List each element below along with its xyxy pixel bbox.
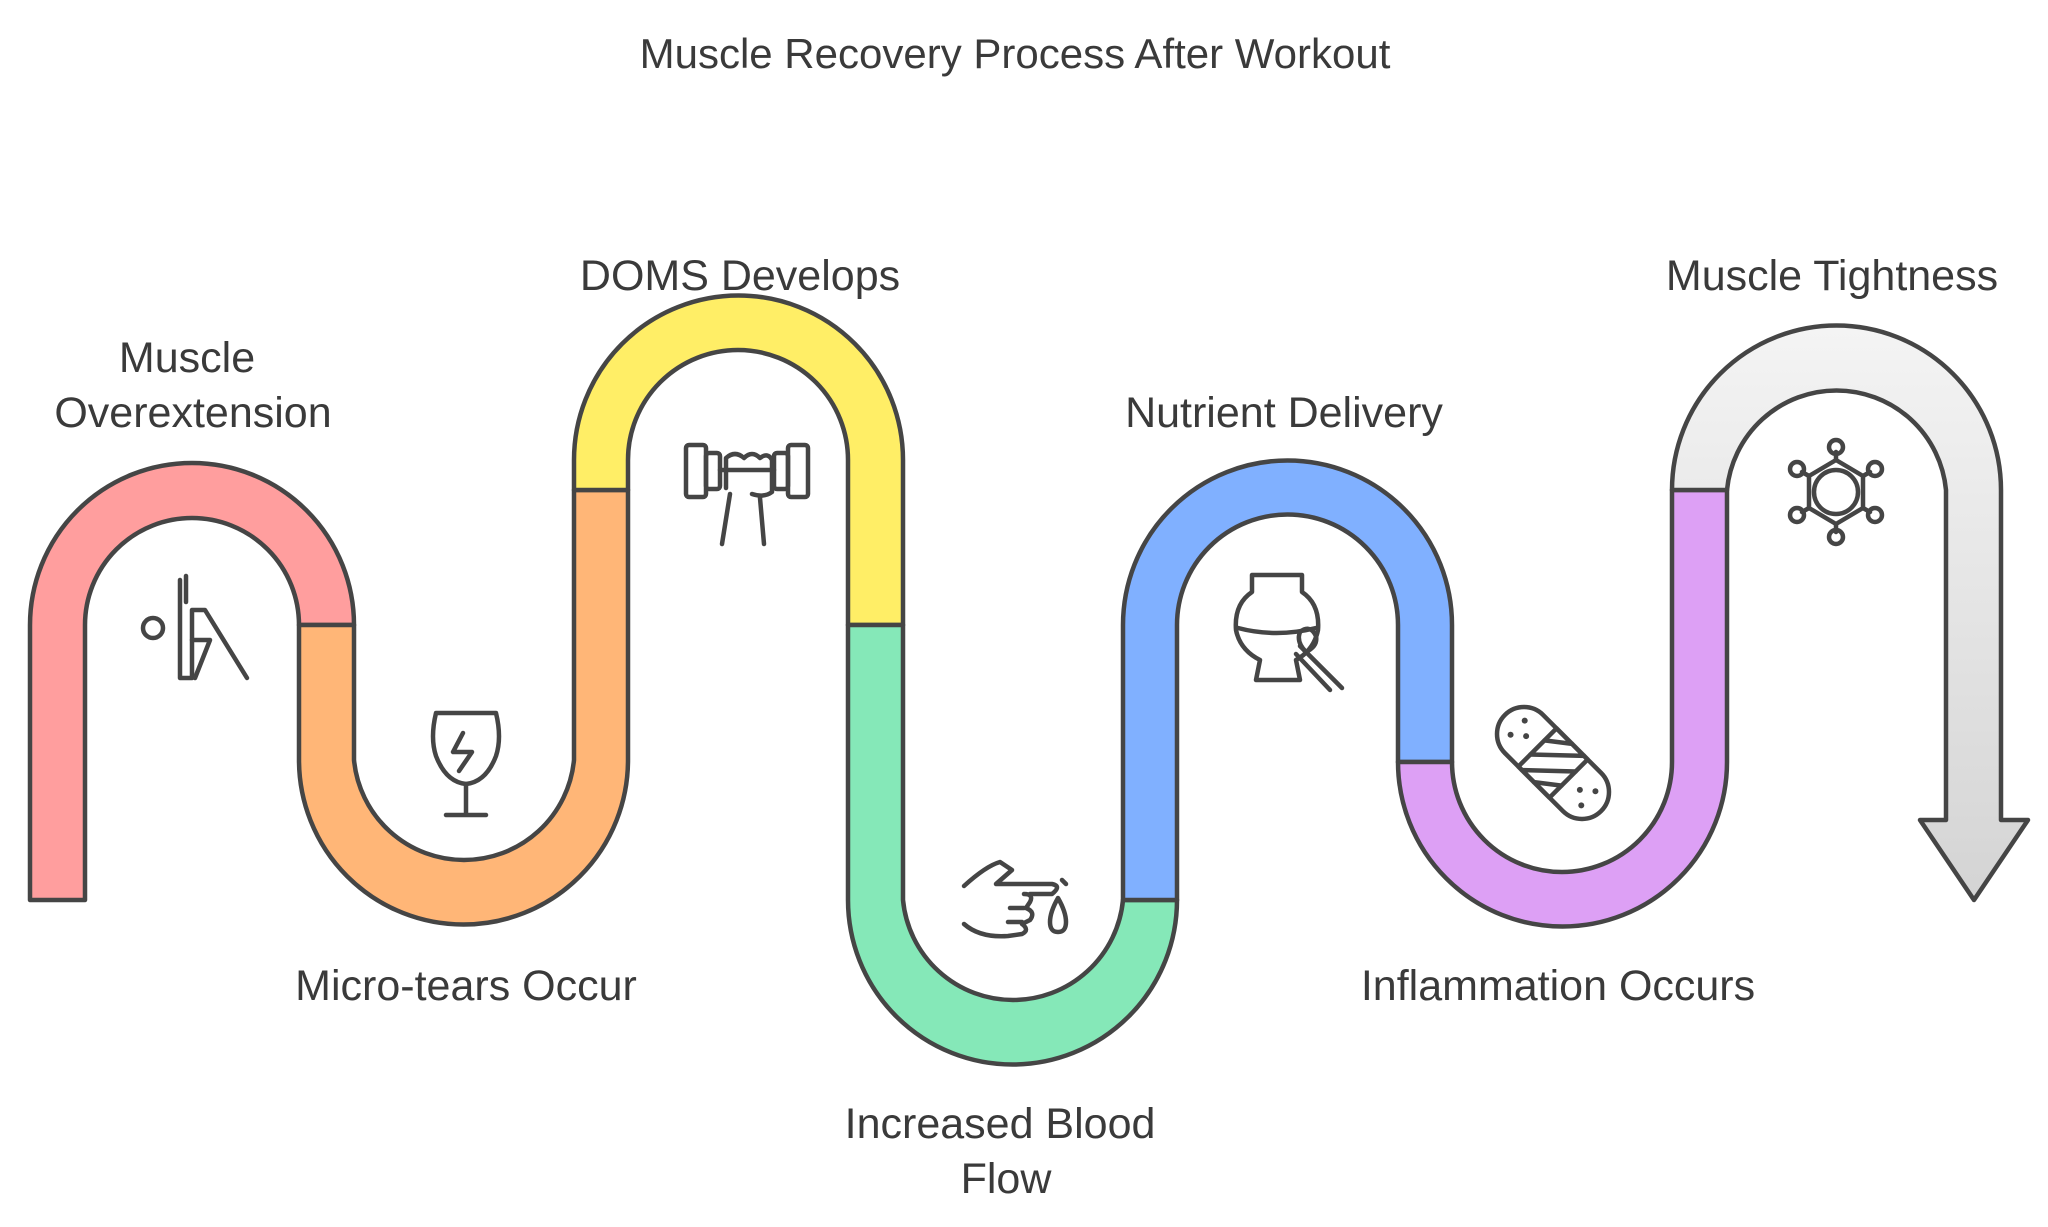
diagram-title: Muscle Recovery Process After Workout [640,30,1391,77]
stretching-person-icon [140,573,250,681]
step-label-muscle-overextension: Muscle Overextension [54,334,331,437]
vase-brush-icon [1233,572,1345,693]
step-label-nutrient-delivery: Nutrient Delivery [1125,389,1443,437]
gear-star-icon [1787,437,1885,547]
broken-glass-icon [430,710,502,818]
step-label-muscle-tightness: Muscle Tightness [1666,252,1998,300]
segment-nutrient-delivery [1120,458,1455,903]
step-label-micro-tears: Micro-tears Occur [295,962,637,1010]
serpentine-path [27,293,2031,1067]
finger-blood-drop-icon [961,859,1069,939]
segment-inflammation [1395,487,1730,929]
segment-muscle-overextension [27,460,357,903]
step-label-increased-blood-flow: Increased Blood Flow [845,1100,1168,1203]
step-label-doms-develops: DOMS Develops [580,252,900,300]
dumbbell-grip-icon [683,442,811,547]
segment-doms-develops [571,293,906,628]
step-label-inflammation: Inflammation Occurs [1361,962,1755,1010]
bandage-icon [1494,704,1612,822]
segment-muscle-tightness [1669,323,2031,903]
segment-increased-blood-flow [845,622,1180,1067]
segment-micro-tears [296,487,631,927]
